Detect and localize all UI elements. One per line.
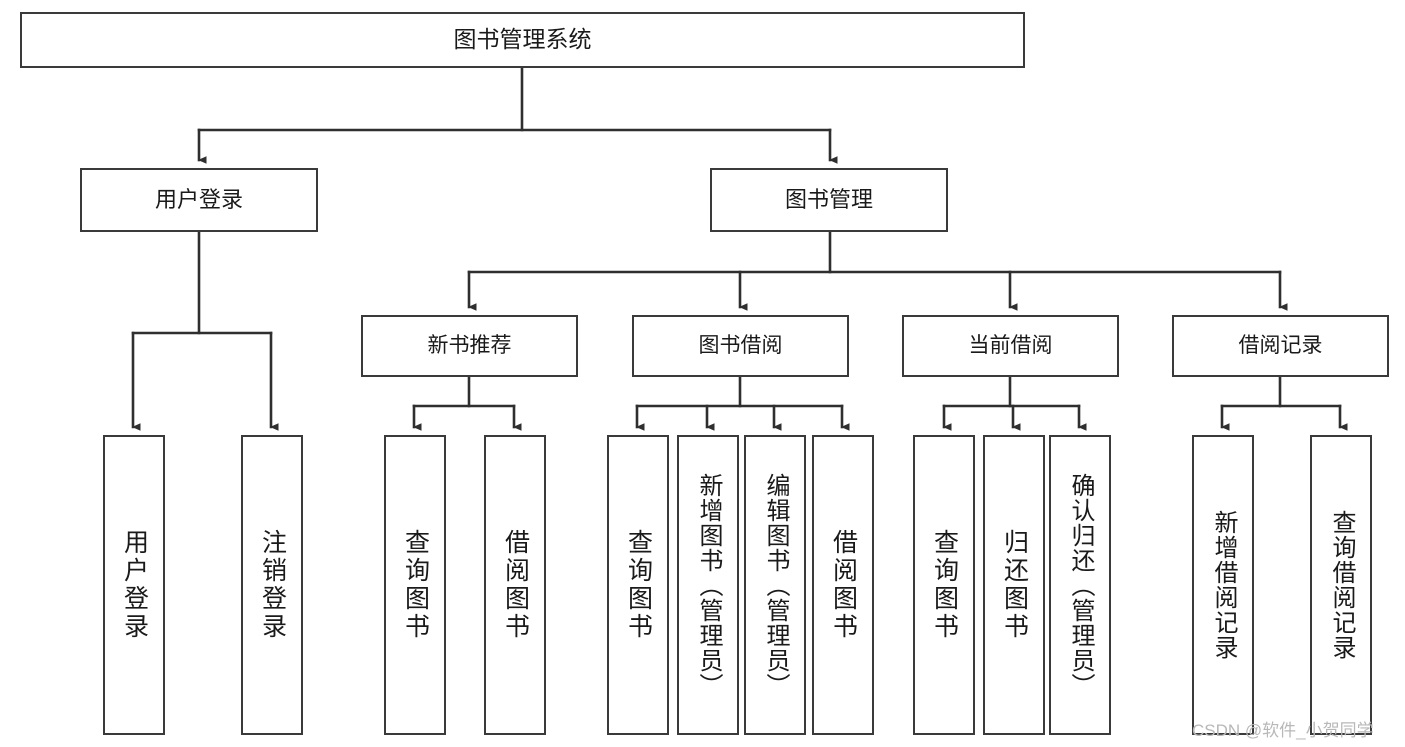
node-label: 当前借阅 bbox=[968, 333, 1053, 357]
node-leaf-query-borrow-record[interactable]: 查询借阅记录 bbox=[1310, 435, 1372, 735]
node-label: 查询图书 bbox=[401, 529, 430, 641]
node-leaf-user-login[interactable]: 用户登录 bbox=[103, 435, 165, 735]
node-leaf-user-logout[interactable]: 注销登录 bbox=[241, 435, 303, 735]
node-label: 编辑图书（管理员） bbox=[762, 472, 789, 698]
node-leaf-add-borrow-record[interactable]: 新增借阅记录 bbox=[1192, 435, 1254, 735]
node-label: 查询图书 bbox=[930, 529, 959, 641]
node-label: 用户登录 bbox=[154, 187, 243, 213]
node-label: 图书借阅 bbox=[698, 333, 783, 357]
node-current-borrow[interactable]: 当前借阅 bbox=[902, 315, 1119, 377]
node-root-system[interactable]: 图书管理系统 bbox=[20, 12, 1025, 68]
node-leaf-edit-book[interactable]: 编辑图书（管理员） bbox=[744, 435, 806, 735]
node-user-login[interactable]: 用户登录 bbox=[80, 168, 318, 232]
node-leaf-confirm-return[interactable]: 确认归还（管理员） bbox=[1049, 435, 1111, 735]
node-book-borrow[interactable]: 图书借阅 bbox=[632, 315, 849, 377]
node-leaf-borrow-book[interactable]: 借阅图书 bbox=[812, 435, 874, 735]
node-label: 新书推荐 bbox=[427, 333, 512, 357]
node-label: 归还图书 bbox=[1000, 529, 1029, 641]
node-new-book-recommend[interactable]: 新书推荐 bbox=[361, 315, 578, 377]
node-label: 借阅图书 bbox=[829, 529, 858, 641]
node-label: 图书管理系统 bbox=[453, 26, 592, 53]
node-leaf-return-book[interactable]: 归还图书 bbox=[983, 435, 1045, 735]
node-leaf-query-book-borrow[interactable]: 查询图书 bbox=[607, 435, 669, 735]
node-leaf-query-book-recommend[interactable]: 查询图书 bbox=[384, 435, 446, 735]
node-label: 查询图书 bbox=[624, 529, 653, 641]
node-label: 新增图书（管理员） bbox=[695, 472, 722, 698]
csdn-watermark: CSDN @软件_小贺同学 bbox=[1192, 721, 1374, 740]
node-label: 用户登录 bbox=[120, 529, 149, 641]
node-label: 借阅图书 bbox=[501, 529, 530, 641]
node-book-management[interactable]: 图书管理 bbox=[710, 168, 948, 232]
node-label: 注销登录 bbox=[258, 529, 287, 641]
node-label: 查询借阅记录 bbox=[1328, 510, 1355, 660]
node-label: 确认归还（管理员） bbox=[1067, 472, 1094, 698]
node-leaf-query-book-current[interactable]: 查询图书 bbox=[913, 435, 975, 735]
node-label: 新增借阅记录 bbox=[1210, 510, 1237, 660]
node-label: 借阅记录 bbox=[1238, 333, 1323, 357]
node-borrow-record[interactable]: 借阅记录 bbox=[1172, 315, 1389, 377]
node-leaf-add-book[interactable]: 新增图书（管理员） bbox=[677, 435, 739, 735]
node-leaf-borrow-book-recommend[interactable]: 借阅图书 bbox=[484, 435, 546, 735]
node-label: 图书管理 bbox=[784, 187, 873, 213]
